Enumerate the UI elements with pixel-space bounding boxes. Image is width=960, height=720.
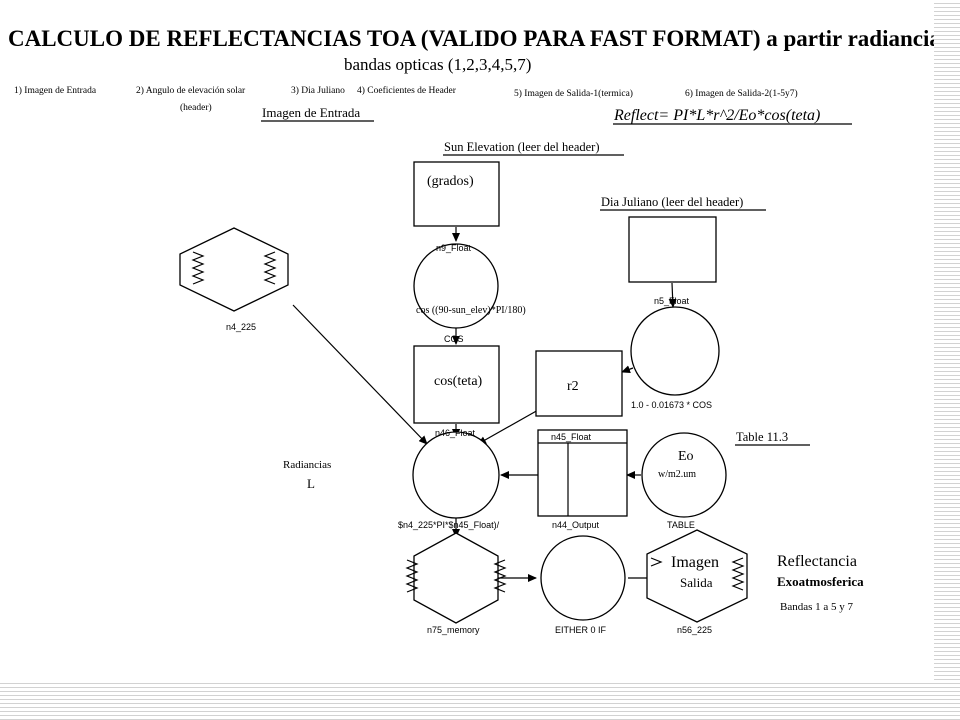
step-2: 2) Angulo de elevación solar — [136, 85, 246, 96]
heading-dia-juliano: Dia Juliano (leer del header) — [601, 195, 743, 209]
memory-zigzag — [405, 559, 419, 593]
heading-imagen-entrada: Imagen de Entrada — [262, 105, 360, 120]
model-diagram: CALCULO DE REFLECTANCIAS TOA (VALIDO PAR… — [8, 26, 934, 635]
julian-expression: 1.0 - 0.01673 * COS — [631, 400, 712, 410]
n44-label: n44_Output — [552, 520, 600, 530]
eo-label: Eo — [678, 449, 694, 464]
n46-expression: $n4_225*PI*$n45_Float)/ — [398, 520, 500, 530]
edge-n4-to-n46 — [292, 304, 428, 445]
output-image-hexagon — [646, 529, 748, 623]
n5-label: n5_Float — [654, 296, 690, 306]
julian-function-circle — [630, 306, 720, 396]
reflectance-function-circle — [412, 431, 500, 519]
output-image-zigzag — [650, 557, 663, 567]
eo-circle — [641, 432, 727, 518]
step-3: 3) Dia Juliano — [291, 85, 345, 96]
sun-elevation-input-box — [413, 161, 500, 227]
cos-teta-box — [413, 345, 500, 424]
n45-label: n45_Float — [551, 432, 592, 442]
grados-label: (grados) — [427, 174, 474, 189]
heading-sun-elevation: Sun Elevation (leer del header) — [444, 140, 600, 154]
n75-label: n75_memory — [427, 625, 480, 635]
step-6: 6) Imagen de Salida-2(1-5y7) — [685, 88, 798, 99]
coefficient-table — [537, 429, 628, 517]
page-subtitle: bandas opticas (1,2,3,4,5,7) — [344, 55, 531, 74]
cos-expression: cos ((90-sun_elev)*PI/180) — [416, 305, 526, 316]
n9-label: n9_Float — [436, 243, 472, 253]
input-image-zigzag — [263, 251, 277, 285]
step-4: 4) Coeficientes de Header — [357, 85, 457, 96]
bottom-border-pattern — [0, 680, 960, 720]
right-border-pattern — [934, 0, 960, 720]
edge-julian-to-n5 — [668, 282, 677, 308]
either-circle — [540, 535, 626, 621]
eo-unit: w/m2.um — [658, 469, 696, 480]
radiancias-note: Radiancias — [283, 459, 331, 471]
imagen-label: Imagen — [671, 554, 719, 571]
reflectancia-note: Reflectancia — [777, 553, 857, 570]
r2-label: r2 — [567, 379, 579, 394]
memory-hexagon — [413, 532, 499, 624]
L-note: L — [307, 476, 315, 491]
cos-operator: COS — [444, 334, 464, 344]
page-title: CALCULO DE REFLECTANCIAS TOA (VALIDO PAR… — [8, 26, 934, 51]
n56-label: n56_225 — [677, 625, 712, 635]
formula: Reflect= PI*L*r^2/Eo*cos(teta) — [613, 107, 820, 124]
step-1: 1) Imagen de Entrada — [14, 85, 97, 96]
memory-zigzag — [493, 559, 507, 593]
heading-table: Table 11.3 — [736, 430, 788, 444]
cos-teta-label: cos(teta) — [434, 374, 483, 389]
salida-label: Salida — [680, 575, 713, 590]
edge-n5-to-r2 — [621, 365, 634, 374]
julian-day-input-box — [628, 216, 717, 283]
n46-label: n46_Float — [435, 428, 476, 438]
output-image-zigzag — [731, 557, 745, 591]
bandas-note: Bandas 1 a 5 y 7 — [780, 601, 854, 613]
step-5: 5) Imagen de Salida-1(termica) — [514, 88, 633, 99]
step-2-note: (header) — [180, 102, 212, 113]
cos-function-circle — [413, 243, 499, 329]
input-image-hexagon — [179, 227, 289, 312]
exoatmosferica-note: Exoatmosferica — [777, 574, 864, 589]
r2-box — [535, 350, 623, 417]
either-label: EITHER 0 IF — [555, 625, 607, 635]
n4-label: n4_225 — [226, 322, 256, 332]
table-operator: TABLE — [667, 520, 695, 530]
input-image-zigzag — [191, 251, 205, 285]
